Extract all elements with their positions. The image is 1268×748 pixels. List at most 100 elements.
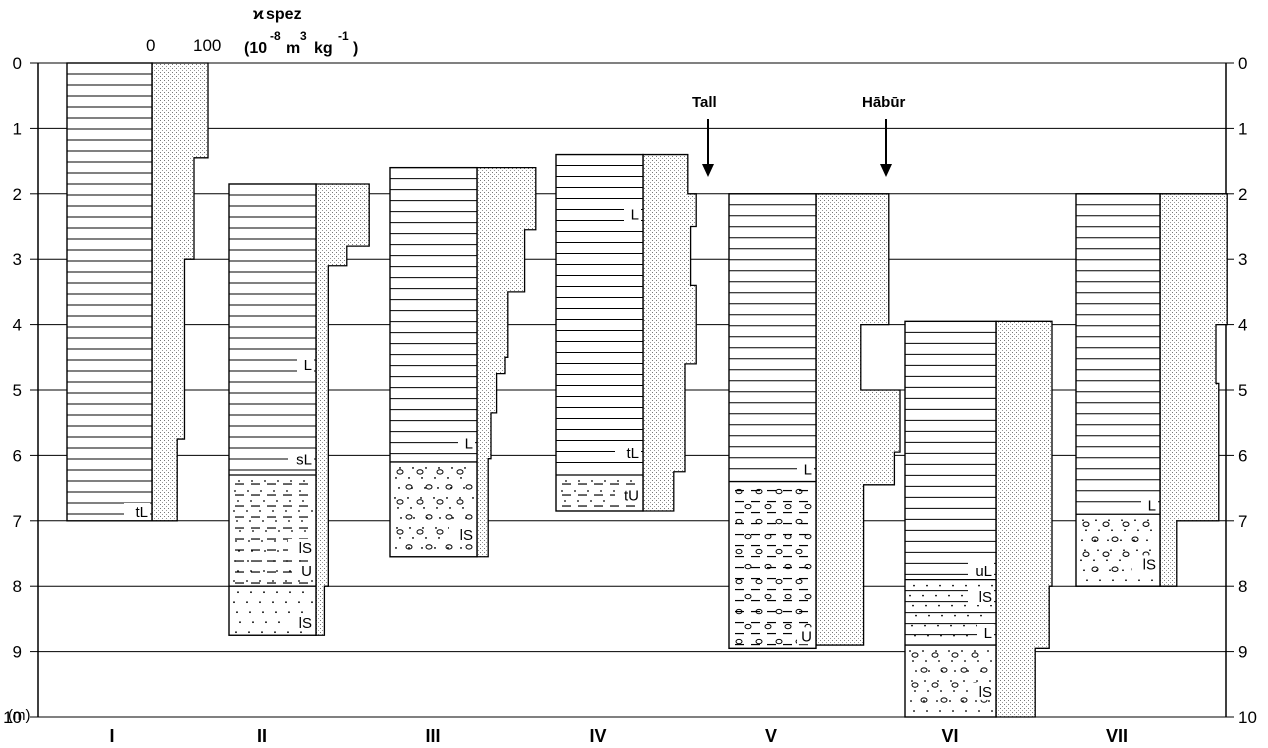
dot-mark (272, 580, 274, 582)
pebble-mark (951, 682, 959, 688)
depth-tick-left: 3 (13, 250, 22, 269)
dot-mark (447, 547, 449, 549)
dot-mark (987, 650, 989, 652)
dot-mark (939, 584, 941, 587)
pebble-mark (396, 529, 404, 535)
pebble-mark (960, 667, 968, 673)
dot-mark (965, 710, 967, 712)
pebble-mark (744, 503, 752, 510)
dot-mark (264, 480, 266, 482)
dot-mark (413, 517, 415, 519)
dot-mark (941, 614, 943, 617)
dot-mark (420, 497, 422, 499)
dot-mark (924, 680, 926, 682)
dot-mark (263, 570, 265, 572)
dot-mark (1097, 549, 1099, 552)
dot-mark (460, 547, 462, 549)
depth-tick-right: 10 (1238, 708, 1257, 727)
pebble-mark (436, 469, 444, 475)
dot-mark (397, 507, 399, 509)
dot-mark (928, 614, 930, 617)
dot-mark (922, 594, 924, 597)
pebble-mark (795, 578, 803, 585)
dot-mark (923, 700, 925, 702)
dot-mark (949, 700, 951, 702)
dot-mark (425, 537, 427, 539)
dot-mark (425, 467, 427, 469)
pebble-mark (456, 499, 464, 505)
dot-mark (298, 510, 300, 512)
dot-mark (408, 547, 410, 549)
dot-mark (278, 621, 280, 624)
scale-max-label: 100 (193, 36, 221, 55)
dot-mark (291, 530, 293, 532)
dot-mark (449, 507, 451, 509)
dot-mark (964, 604, 966, 607)
dot-mark (277, 550, 279, 552)
profile-label: VII (1106, 726, 1128, 746)
dot-mark (275, 611, 277, 614)
dot-mark (290, 480, 292, 482)
pebble-mark (416, 469, 424, 475)
pebble-mark (755, 578, 763, 585)
profile-column (728, 193, 817, 650)
dot-mark (1099, 579, 1101, 582)
dot-mark (1108, 519, 1110, 522)
dot-mark (236, 520, 238, 522)
dot-mark (950, 680, 952, 682)
dot-mark (1110, 549, 1112, 552)
dot-mark (259, 601, 261, 604)
pebble-mark (784, 533, 792, 540)
dot-mark (299, 490, 301, 492)
dot-mark (311, 601, 313, 604)
dot-mark (1106, 559, 1108, 562)
dot-mark (910, 700, 912, 702)
dot-mark (303, 480, 305, 482)
pebble-mark (465, 514, 473, 520)
dot-mark (259, 510, 261, 512)
pebble-mark (735, 518, 743, 525)
pebble-mark (425, 514, 433, 520)
dot-mark (239, 621, 241, 624)
susceptibility-curve (995, 320, 1053, 718)
dot-mark (246, 601, 248, 604)
dot-mark (1095, 519, 1097, 522)
dot-mark (926, 584, 928, 587)
dot-mark (433, 497, 435, 499)
dot-mark (964, 660, 966, 662)
pebble-mark (425, 484, 433, 490)
pebble-mark (1102, 551, 1110, 557)
dot-mark (1109, 569, 1111, 572)
dot-mark (561, 490, 563, 492)
dot-mark (304, 530, 306, 532)
pebble-mark (405, 544, 413, 550)
dot-mark (436, 507, 438, 509)
dot-mark (1133, 539, 1135, 542)
dot-mark (286, 490, 288, 492)
soil-label: L (984, 625, 992, 642)
dot-mark (927, 634, 929, 637)
dot-mark (464, 467, 466, 469)
dot-mark (459, 497, 461, 499)
pebble-mark (775, 578, 783, 585)
dot-mark (1098, 529, 1100, 532)
pebble-mark (764, 503, 772, 510)
layer-background (1076, 193, 1160, 515)
soil-label: lS (299, 615, 312, 632)
dot-mark (252, 530, 254, 532)
profile-column (1075, 193, 1161, 587)
dot-mark (1146, 539, 1148, 542)
dot-mark (909, 650, 911, 652)
pebble-mark (931, 682, 939, 688)
dot-mark (988, 700, 990, 702)
pebble-mark (436, 499, 444, 505)
dot-mark (434, 477, 436, 479)
dot-mark (961, 594, 963, 597)
pebble-mark (920, 697, 928, 703)
pebble-mark (784, 623, 792, 630)
soil-label-bg (297, 561, 314, 579)
soil-label: sL (296, 452, 312, 469)
dot-mark (424, 487, 426, 489)
dot-mark (277, 480, 279, 482)
